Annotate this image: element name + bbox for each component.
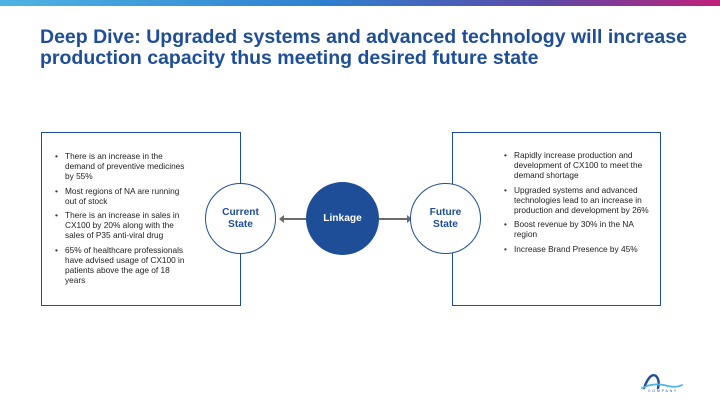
- current-state-bullet: 65% of healthcare professionals have adv…: [52, 245, 192, 286]
- current-state-bullet: Most regions of NA are running out of st…: [52, 186, 192, 206]
- future-state-bullet: Boost revenue by 30% in the NA region: [501, 219, 651, 239]
- current-state-bullet: There is an increase in sales in CX100 b…: [52, 210, 192, 241]
- future-state-list: Rapidly increase production and developm…: [501, 150, 651, 258]
- linkage-label: Linkage: [323, 212, 362, 224]
- future-state-label: Future State: [429, 206, 462, 230]
- left-arrow-icon: [279, 215, 306, 223]
- future-state-bullet: Rapidly increase production and developm…: [501, 150, 651, 181]
- current-state-label: Current State: [222, 206, 259, 230]
- future-state-panel: Rapidly increase production and developm…: [452, 132, 661, 306]
- future-state-bullet: Increase Brand Presence by 45%: [501, 244, 651, 254]
- slide-title: Deep Dive: Upgraded systems and advanced…: [40, 26, 687, 69]
- company-logo-icon: [641, 374, 683, 390]
- current-state-bullet: There is an increase in the demand of pr…: [52, 151, 192, 182]
- current-state-list: There is an increase in the demand of pr…: [52, 151, 192, 289]
- top-gradient-bar: [0, 0, 720, 6]
- current-state-circle: Current State: [205, 183, 276, 254]
- logo-text: COMPANY: [648, 389, 679, 393]
- future-state-circle: Future State: [410, 183, 481, 254]
- linkage-circle: Linkage: [306, 182, 379, 255]
- right-arrow-icon: [379, 215, 412, 223]
- future-state-bullet: Upgraded systems and advanced technologi…: [501, 185, 651, 216]
